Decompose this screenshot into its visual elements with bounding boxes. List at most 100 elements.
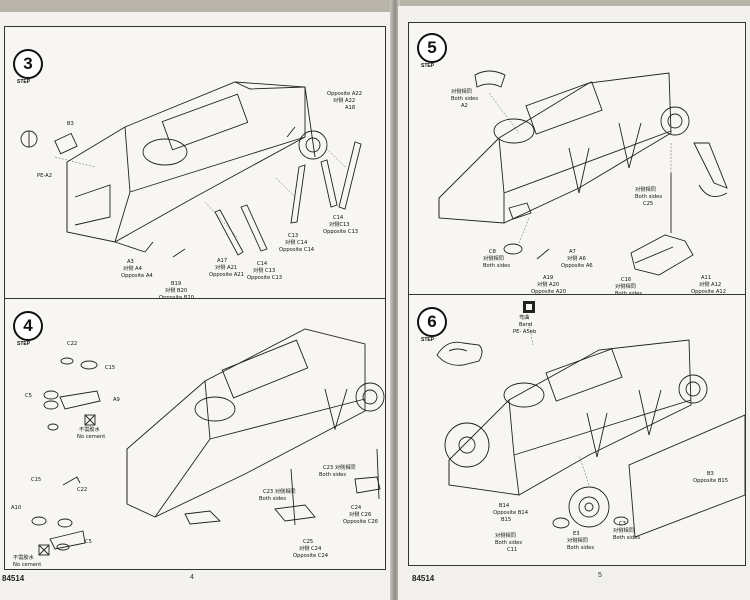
label-a12-en: Opposite A12	[691, 289, 727, 295]
label-c13b-cn: 对侧C13	[329, 222, 350, 228]
label-a22-cn: 对侧 A22	[333, 98, 356, 104]
label-b20-cn: 对侧 B20	[165, 288, 188, 294]
label-c16: C16	[621, 277, 632, 283]
label-c3-en: Both sides	[613, 535, 641, 541]
label-c8: C8	[489, 249, 496, 255]
label-c8-cn: 对侧相同	[483, 256, 504, 262]
label-a20-cn: 对侧 A20	[537, 282, 560, 288]
step-3-step-label: STEP	[17, 79, 31, 85]
label-b3: B3	[707, 471, 714, 477]
step-5-number-badge: 5	[417, 33, 447, 63]
label-c8-en: Both sides	[483, 263, 511, 269]
label-c15: C15	[105, 365, 116, 371]
step-5-step-label: STEP	[421, 63, 435, 69]
step-3-number-badge: 3	[13, 49, 43, 79]
label-c25-cn: 对侧相同	[635, 187, 656, 193]
right-folio: 84514	[412, 574, 435, 583]
label-c13-en: Opposite C13	[247, 275, 283, 281]
label-c23b-en: Both sides	[259, 496, 287, 502]
label-bend-cn: 弯曲	[519, 315, 530, 321]
label-b15: B15	[501, 517, 512, 523]
label-c16-cn: 对侧相同	[615, 284, 636, 290]
label-a17: A17	[217, 258, 228, 264]
label-c13-cn: 对侧 C13	[253, 268, 276, 274]
label-c26-en: Opposite C26	[343, 519, 379, 525]
label-a22-en: Opposite A22	[327, 91, 363, 97]
step-4-hull-diagram	[31, 328, 385, 556]
label-c15b: C15	[31, 477, 42, 483]
label-a4-en: Opposite A4	[121, 273, 153, 279]
label-a7: A7	[569, 249, 576, 255]
label-a21-cn: 对侧 A21	[215, 265, 238, 271]
label-e3-cn: 对侧相同	[567, 538, 588, 544]
label-c22b: C22	[77, 487, 88, 493]
label-c24-en: Opposite C24	[293, 553, 329, 559]
label-c14: C14	[257, 261, 268, 267]
label-nocem-cn: 不需胶水	[79, 427, 100, 433]
left-page-number: 4	[190, 574, 194, 581]
label-b14: B14	[499, 503, 510, 509]
label-c3-cn: 对侧相同	[613, 528, 634, 534]
label-c13: C13	[288, 233, 299, 239]
label-a12-cn: 对侧 A12	[699, 282, 722, 288]
book-spine	[390, 0, 400, 600]
label-c14b: C14	[333, 215, 344, 221]
step-4-number-badge: 4	[13, 311, 43, 341]
step-5-hull-diagram	[438, 70, 728, 276]
step-6-hull-diagram	[436, 301, 745, 538]
label-a18: A18	[345, 105, 356, 111]
label-c23-cn: C23 对侧相同	[323, 465, 356, 471]
right-instruction-page: 5 STEP 对侧相同 Both sides A2 C8 对侧相同 Both s…	[398, 6, 750, 600]
label-c3: C3	[619, 521, 626, 527]
step-3-hull-diagram	[20, 81, 362, 258]
label-a20-en: Opposite A20	[531, 289, 567, 295]
label-b19: B19	[171, 281, 182, 287]
right-page-number: 5	[598, 572, 602, 579]
label-pea5b: PE- A5eb	[513, 329, 537, 335]
label-a10: A10	[11, 505, 22, 511]
label-a2-cn: 对侧相同	[451, 89, 472, 95]
label-c23-en: Both sides	[319, 472, 347, 478]
label-c14-cn: 对侧 C14	[285, 240, 308, 246]
step-4-panel: 4 STEP C22 C15 C5 A9 不需胶水 No cement C15 …	[4, 298, 386, 570]
step-5-panel: 5 STEP 对侧相同 Both sides A2 C8 对侧相同 Both s…	[408, 22, 746, 300]
label-bend-en: Bend	[519, 322, 533, 328]
label-a4-cn: 对侧 A4	[123, 266, 142, 272]
label-c23b-cn: C23 对侧相同	[263, 489, 296, 495]
step-6-step-label: STEP	[421, 337, 435, 343]
label-pea2: PE-A2	[37, 173, 53, 179]
label-a2-en: Both sides	[451, 96, 479, 102]
label-a6-en: Opposite A6	[561, 263, 593, 269]
label-e3: E3	[573, 531, 580, 537]
label-b15-en: Opposite B15	[693, 478, 729, 484]
label-c13b-en: Opposite C13	[323, 229, 359, 235]
label-c24: C24	[351, 505, 362, 511]
label-e-en: Both sides	[495, 540, 523, 546]
step-6-number-badge: 6	[417, 307, 447, 337]
label-nocem2-cn: 不需胶水	[13, 555, 34, 561]
left-folio: 84514	[2, 574, 25, 583]
label-b3: B3	[67, 121, 74, 127]
label-a21-en: Opposite A21	[209, 272, 245, 278]
label-a9: A9	[113, 397, 120, 403]
step-4-step-label: STEP	[17, 341, 31, 347]
label-nocem2-en: No cement	[13, 562, 42, 568]
label-a2: A2	[461, 103, 468, 109]
label-c25-en: Both sides	[635, 194, 663, 200]
left-instruction-page: 3 STEP B3 PE-A2 A3 对侧 A4 Opposite A4 B19…	[0, 12, 392, 600]
label-c25: C25	[643, 201, 654, 207]
label-c25: C25	[303, 539, 314, 545]
label-c24-cn: 对侧 C24	[299, 546, 322, 552]
label-c11: C11	[507, 547, 518, 553]
step-3-panel: 3 STEP B3 PE-A2 A3 对侧 A4 Opposite A4 B19…	[4, 26, 386, 304]
label-c22: C22	[67, 341, 78, 347]
label-c26-cn: 对侧 C26	[349, 512, 372, 518]
label-a11: A11	[701, 275, 712, 281]
label-c5: C5	[25, 393, 32, 399]
label-a3: A3	[127, 259, 134, 265]
label-nocem-en: No cement	[77, 434, 106, 440]
label-e-cn: 对侧相同	[495, 533, 516, 539]
label-c14-en: Opposite C14	[279, 247, 315, 253]
label-a6-cn: 对侧 A6	[567, 256, 586, 262]
label-c5b: C5	[85, 539, 92, 545]
